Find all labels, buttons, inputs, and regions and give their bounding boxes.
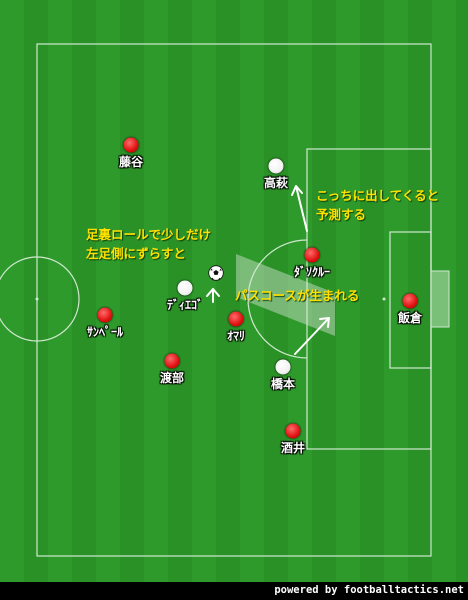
note-line: 左足側にずらすと bbox=[86, 246, 186, 261]
player-white-diego bbox=[177, 280, 193, 296]
player-red-fujitani bbox=[123, 137, 139, 153]
footer-bar: powered by footballtactics.net bbox=[0, 582, 468, 600]
passing-lane-band bbox=[236, 254, 335, 336]
goal bbox=[430, 270, 450, 328]
ball-shift-arrow bbox=[206, 288, 220, 303]
player-white-takahagi bbox=[268, 158, 284, 174]
player-label: 橋本 bbox=[270, 377, 296, 391]
player-label: ｵﾏﾘ bbox=[226, 329, 246, 343]
player-label: ﾀﾞｿｸﾙｰ bbox=[293, 265, 331, 279]
player-label: 高萩 bbox=[263, 176, 289, 190]
footer-credit: powered by footballtactics.net bbox=[274, 584, 464, 596]
note-line: 予測する bbox=[316, 207, 367, 222]
centre-circle bbox=[0, 256, 80, 342]
player-label: 酒井 bbox=[280, 441, 306, 455]
player-label: 渡部 bbox=[159, 371, 185, 385]
note-line: 足裏ロールで少しだけ bbox=[86, 227, 212, 242]
penalty-arc bbox=[247, 239, 308, 359]
note-prediction: こっちに出してくると 予測する bbox=[316, 186, 439, 224]
player-label: 藤谷 bbox=[118, 155, 144, 169]
player-red-sakai bbox=[285, 423, 301, 439]
player-red-omari bbox=[228, 311, 244, 327]
player-white-hashimoto bbox=[275, 359, 291, 375]
player-red-watanabe bbox=[164, 353, 180, 369]
run-arrow bbox=[294, 317, 330, 355]
centre-spot bbox=[35, 297, 39, 301]
touchline bbox=[36, 43, 432, 557]
player-label: 飯倉 bbox=[397, 311, 423, 325]
note-line: こっちに出してくると bbox=[316, 188, 440, 203]
player-red-dankler bbox=[304, 247, 320, 263]
note-sole-roll: 足裏ロールで少しだけ 左足側にずらすと bbox=[86, 225, 211, 263]
player-red-samper bbox=[97, 307, 113, 323]
player-label: ｻﾝﾍﾟｰﾙ bbox=[86, 325, 124, 339]
pass-prediction-arrow bbox=[291, 185, 308, 232]
penalty-spot bbox=[382, 297, 386, 301]
ball-icon bbox=[208, 265, 224, 281]
note-passing-lane: パスコースが生まれる bbox=[235, 288, 360, 303]
player-red-iikura bbox=[402, 293, 418, 309]
player-label: ﾃﾞｨｴｺﾞ bbox=[166, 298, 204, 312]
